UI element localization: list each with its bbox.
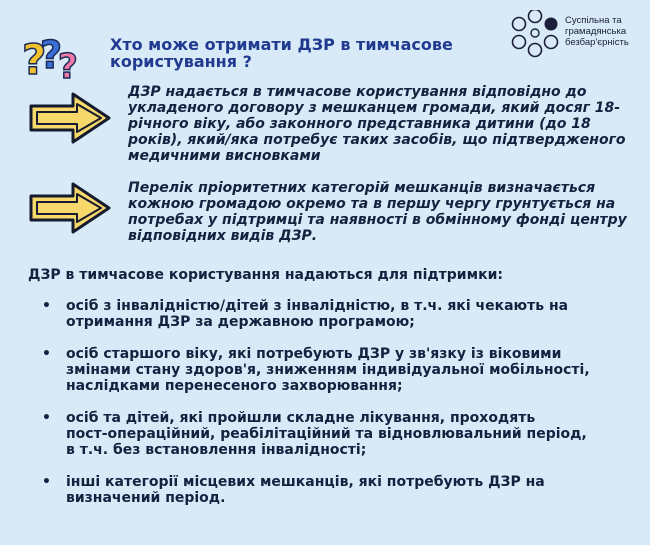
svg-text:?: ? [22,35,46,82]
info-paragraph-2: Перелік пріоритетних категорій мешканців… [128,180,627,244]
right-arrow-icon [29,92,111,144]
bullet: • [42,298,51,314]
list-item-text: осіб та дітей, які пройшли складне лікув… [66,410,587,458]
list-item: • осіб з інвалідністю/дітей з інвалідніст… [40,298,630,330]
list-item: • осіб старшого віку, які потребують ДЗР … [40,346,630,394]
logo-text: Суспільна та грамадянська безбар'єрність [565,15,629,48]
svg-text:?: ? [58,47,78,82]
list-item: • інші категорії місцевих мешканців, які … [40,474,630,506]
support-heading: ДЗР в тимчасове користування надаються д… [28,267,503,283]
list-item-text: осіб старшого віку, які потребують ДЗР у… [66,346,590,394]
list-item-text: осіб з інвалідністю/дітей з інвалідністю… [66,298,569,330]
dots-logo-icon [511,10,559,58]
list-item: • осіб та дітей, які пройшли складне ліку… [40,410,630,458]
bullet: • [42,474,51,490]
bullet: • [42,410,51,426]
list-item-text: інші категорії місцевих мешканців, які п… [66,474,545,506]
question-marks-icon: ? ? ? [22,32,78,82]
right-arrow-icon [29,182,111,234]
info-paragraph-1: ДЗР надається в тимчасове користування в… [128,84,626,164]
page-title: Хто може отримати ДЗР в тимчасове корист… [110,35,453,71]
support-list: • осіб з інвалідністю/дітей з інвалідніст… [40,298,630,522]
svg-text:?: ? [40,33,62,77]
bullet: • [42,346,51,362]
